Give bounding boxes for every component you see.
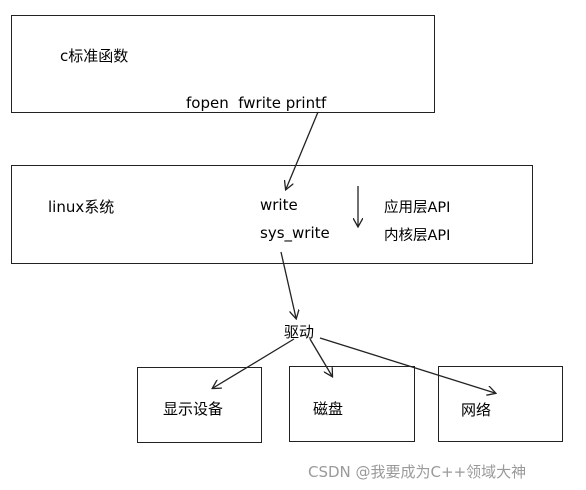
disk-device-box: [289, 366, 415, 442]
c-library-box: [11, 15, 435, 113]
driver-to-disk-arrow: [309, 338, 332, 376]
syscall-to-driver-arrow: [280, 251, 296, 318]
c-library-functions: fopen fwrite printf: [186, 94, 327, 112]
network-device-box: [438, 366, 563, 442]
display-device-label: 显示设备: [163, 400, 224, 418]
disk-device-label: 磁盘: [313, 400, 344, 418]
kernel-api-label: 内核层API: [384, 228, 451, 244]
user-api-label: 应用层API: [384, 200, 451, 216]
driver-to-network-arrow: [319, 337, 495, 393]
write-call-label: write: [260, 196, 298, 214]
c-library-title: c标准函数: [60, 47, 129, 65]
printf-to-write-arrow: [286, 111, 319, 189]
driver-label: 驱动: [284, 323, 315, 341]
driver-to-display-arrow: [213, 338, 295, 388]
csdn-watermark: CSDN @我要成为C++领域大神: [308, 463, 527, 481]
sys-write-label: sys_write: [260, 224, 330, 242]
linux-system-box: [11, 165, 533, 264]
network-device-label: 网络: [461, 401, 492, 419]
display-device-box: [137, 367, 262, 443]
linux-system-title: linux系统: [48, 198, 115, 216]
